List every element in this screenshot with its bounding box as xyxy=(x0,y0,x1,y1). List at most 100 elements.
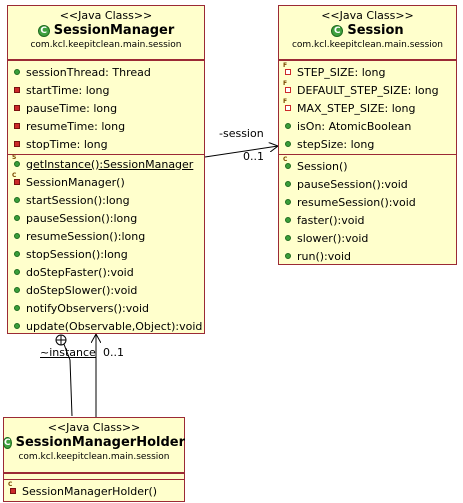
member-row[interactable]: update(Observable,Object):void xyxy=(8,317,204,335)
member-label: getInstance():SessionManager xyxy=(26,157,194,171)
member-row[interactable]: stopSession():long xyxy=(8,245,204,263)
member-row[interactable]: C SessionManager() xyxy=(8,173,204,191)
member-label: DEFAULT_STEP_SIZE: long xyxy=(297,83,439,97)
member-label: Session() xyxy=(297,159,348,173)
public-method-icon xyxy=(12,249,22,259)
public-constructor-icon: C xyxy=(283,157,293,171)
public-method-icon xyxy=(12,267,22,277)
attributes-section: sessionThread: Thread startTime: long paus… xyxy=(8,61,204,155)
modifier-marker: F xyxy=(283,80,288,87)
member-row[interactable]: stepSize: long xyxy=(279,135,456,153)
member-row[interactable]: stopTime: long xyxy=(8,135,204,153)
public-method-icon xyxy=(283,251,293,261)
member-label: stepSize: long xyxy=(297,137,375,151)
member-label: resumeTime: long xyxy=(26,119,126,133)
nesting-anchor-icon xyxy=(55,334,67,346)
public-method-icon xyxy=(12,321,22,331)
static-final-field-icon: F xyxy=(283,63,293,77)
public-static-method-icon: S xyxy=(12,155,22,169)
member-label: notifyObservers():void xyxy=(26,301,150,315)
member-row[interactable]: faster():void xyxy=(279,211,456,229)
stereotype-label: <<Java Class>> xyxy=(47,421,141,434)
java-class-icon: C xyxy=(3,436,12,449)
java-class-icon: C xyxy=(331,24,344,37)
member-row[interactable]: notifyObservers():void xyxy=(8,299,204,317)
static-final-field-icon: F xyxy=(283,99,293,113)
member-label: run():void xyxy=(297,249,352,263)
member-row[interactable]: startSession():long xyxy=(8,191,204,209)
member-row[interactable]: startTime: long xyxy=(8,81,204,99)
member-label: update(Observable,Object):void xyxy=(26,319,203,333)
attributes-section xyxy=(4,474,184,480)
member-row[interactable]: F DEFAULT_STEP_SIZE: long xyxy=(279,81,456,99)
member-label: pauseTime: long xyxy=(26,101,118,115)
public-method-icon xyxy=(283,197,293,207)
modifier-marker: C xyxy=(8,481,13,488)
member-row[interactable]: resumeTime: long xyxy=(8,117,204,135)
public-field-icon xyxy=(12,67,22,77)
member-row[interactable]: slower():void xyxy=(279,229,456,247)
member-label: startSession():long xyxy=(26,193,130,207)
member-label: STEP_SIZE: long xyxy=(297,65,386,79)
member-label: faster():void xyxy=(297,213,365,227)
modifier-marker: C xyxy=(283,156,288,163)
member-row[interactable]: doStepFaster():void xyxy=(8,263,204,281)
member-label: slower():void xyxy=(297,231,369,245)
public-method-icon xyxy=(12,213,22,223)
public-method-icon xyxy=(12,231,22,241)
session-association-line xyxy=(204,146,278,158)
member-row[interactable]: pauseSession():long xyxy=(8,209,204,227)
member-row[interactable]: resumeSession():long xyxy=(8,227,204,245)
session-multiplicity-label: 0..1 xyxy=(243,150,264,163)
member-row[interactable]: pauseSession():void xyxy=(279,175,456,193)
member-row[interactable]: run():void xyxy=(279,247,456,265)
private-constructor-icon: C xyxy=(8,482,18,496)
member-label: pauseSession():void xyxy=(297,177,408,191)
member-label: SessionManager() xyxy=(26,175,125,189)
member-row[interactable]: isOn: AtomicBoolean xyxy=(279,117,456,135)
member-row[interactable]: F STEP_SIZE: long xyxy=(279,63,456,81)
member-row[interactable]: F MAX_STEP_SIZE: long xyxy=(279,99,456,117)
public-method-icon xyxy=(12,195,22,205)
member-label: MAX_STEP_SIZE: long xyxy=(297,101,416,115)
public-field-icon xyxy=(283,139,293,149)
public-method-icon xyxy=(283,215,293,225)
private-field-icon xyxy=(12,85,22,95)
member-label: pauseSession():long xyxy=(26,211,138,225)
java-class-icon: C xyxy=(37,24,50,37)
member-label: sessionThread: Thread xyxy=(26,65,151,79)
member-label: stopTime: long xyxy=(26,137,108,151)
private-field-icon xyxy=(12,121,22,131)
member-row[interactable]: doStepSlower():void xyxy=(8,281,204,299)
modifier-marker: C xyxy=(12,172,17,179)
member-label: resumeSession():void xyxy=(297,195,416,209)
member-row[interactable]: resumeSession():void xyxy=(279,193,456,211)
public-method-icon xyxy=(12,285,22,295)
member-row[interactable]: C Session() xyxy=(279,157,456,175)
public-method-icon xyxy=(283,233,293,243)
member-label: startTime: long xyxy=(26,83,110,97)
public-method-icon xyxy=(283,179,293,189)
member-row[interactable]: pauseTime: long xyxy=(8,99,204,117)
private-constructor-icon: C xyxy=(12,173,22,187)
public-field-icon xyxy=(283,121,293,131)
public-method-icon xyxy=(12,303,22,313)
private-field-icon xyxy=(12,103,22,113)
member-label: doStepSlower():void xyxy=(26,283,138,297)
class-name: SessionManagerHolder xyxy=(15,435,185,450)
member-row[interactable]: sessionThread: Thread xyxy=(8,63,204,81)
modifier-marker: F xyxy=(283,98,288,105)
session-role-label: -session xyxy=(219,127,264,140)
stereotype-label: <<Java Class>> xyxy=(321,9,414,22)
stereotype-label: <<Java Class>> xyxy=(59,9,153,22)
member-label: resumeSession():long xyxy=(26,229,146,243)
